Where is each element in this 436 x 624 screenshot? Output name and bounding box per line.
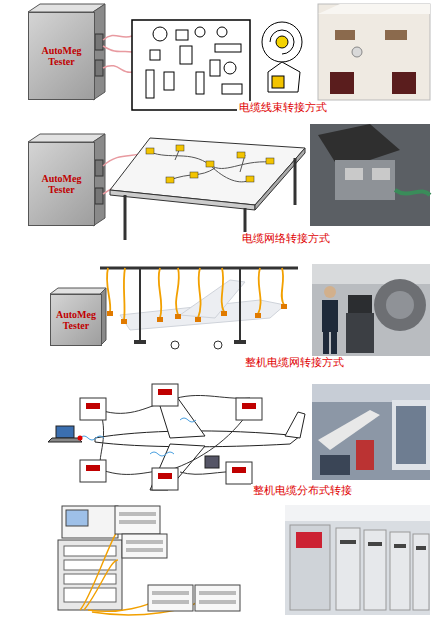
tester-name: AutoMeg Tester [29,43,94,70]
tester-box: AutoMeg Tester [28,142,95,226]
caption-label: 整机电缆网转接方式 [243,356,346,369]
row-distributed [48,384,430,490]
caption-label: 电缆线束转接方式 [237,101,329,114]
tester-box: AutoMeg Tester [50,294,102,346]
row-harness [28,4,430,110]
row-rack-system [58,505,430,615]
tester-name: AutoMeg Tester [51,307,101,334]
tester-box: AutoMeg Tester [28,12,95,100]
row-network [28,124,430,242]
caption-label: 电缆网络转接方式 [240,232,332,245]
tester-name: AutoMeg Tester [29,171,94,198]
row-aircraft-cable-net [50,264,430,356]
caption-label: 整机电缆分布式转接 [251,484,354,497]
